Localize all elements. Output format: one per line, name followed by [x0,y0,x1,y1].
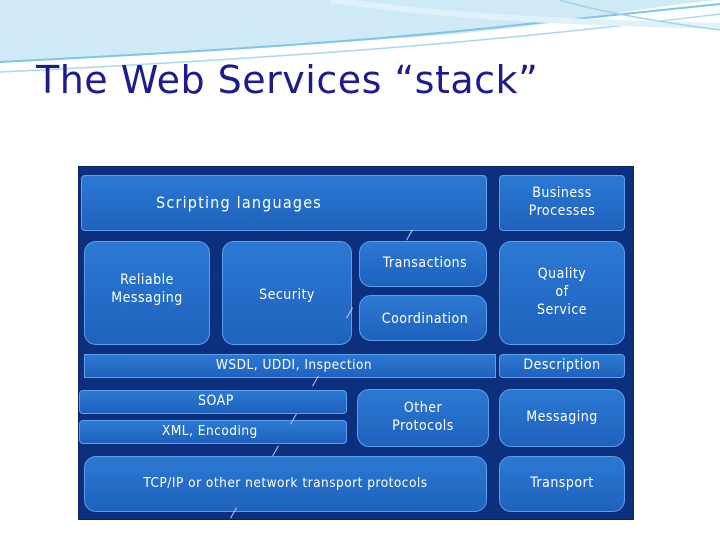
tcp-ip-transport-layer: TCP/IP or other network transport protoc… [84,456,487,512]
transport-box: Transport [499,456,625,512]
scripting-languages-layer: Scripting languages [81,175,487,231]
messaging-box: Messaging [499,389,625,447]
description-box: Description [499,354,625,378]
business-processes-box: Business Processes [499,175,625,231]
wsdl-uddi-inspection-layer: WSDL, UDDI, Inspection [84,354,496,378]
xml-encoding-layer: XML, Encoding [79,420,347,444]
other-protocols-box: Other Protocols [357,389,489,447]
soap-layer: SOAP [79,390,347,414]
connector-mark [272,445,279,457]
reliable-messaging-box: Reliable Messaging [84,241,210,345]
web-services-stack-diagram: Scripting languages Business Processes R… [78,166,634,520]
security-box: Security [222,241,352,345]
transactions-box: Transactions [359,241,487,287]
header-wave-decoration [0,0,720,73]
quality-of-service-box: Quality of Service [499,241,625,345]
coordination-box: Coordination [359,295,487,341]
connector-mark [406,229,413,241]
slide-title: The Web Services “stack” [36,58,539,102]
